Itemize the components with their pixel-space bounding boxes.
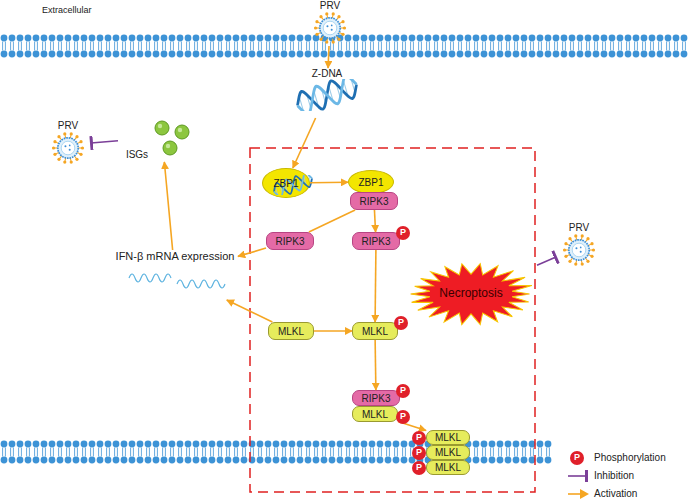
phosphorylation-badge: P bbox=[396, 410, 410, 424]
activation-connector bbox=[227, 300, 273, 322]
node-label: PRV bbox=[320, 0, 340, 11]
protein-box: MLKL bbox=[426, 430, 470, 445]
protein-box: MLKL bbox=[426, 445, 470, 460]
node-label: ZBP1 bbox=[273, 178, 298, 189]
inhibition-connector bbox=[91, 141, 118, 143]
pathway-frame bbox=[250, 148, 535, 492]
node-label: RIPK3 bbox=[360, 196, 389, 207]
node-label: RIPK3 bbox=[276, 236, 305, 247]
z-dna-helix: Z-DNA bbox=[292, 68, 362, 118]
phosphorylation-badge: P bbox=[396, 226, 410, 240]
protein-box: RIPK3 bbox=[266, 232, 314, 250]
activation-connector bbox=[310, 181, 348, 183]
activation-connector bbox=[327, 46, 330, 68]
node-label: MLKL bbox=[362, 326, 388, 337]
node-label: RIPK3 bbox=[362, 236, 391, 247]
activation-connector bbox=[374, 210, 375, 232]
node-label: MLKL bbox=[278, 326, 304, 337]
phosphorylation-badge: P bbox=[394, 316, 408, 330]
legend-label: Inhibition bbox=[594, 470, 634, 481]
plasma-membrane bbox=[0, 34, 688, 58]
protein-box: RIPK3 bbox=[350, 192, 398, 210]
necroptosis-burst: Necroptosis bbox=[405, 262, 537, 326]
activation-connector bbox=[238, 248, 266, 256]
virus-particle bbox=[313, 11, 347, 45]
activation-connector bbox=[309, 210, 355, 232]
protein-box: MLKL bbox=[352, 406, 398, 422]
node-label: Necroptosis bbox=[439, 287, 502, 300]
legend-label: Activation bbox=[594, 488, 637, 499]
activation-connector bbox=[293, 118, 316, 168]
mrna-label: IFN-β mRNA expression bbox=[112, 250, 238, 300]
protein-box: MLKL bbox=[352, 322, 398, 340]
activation-connector bbox=[164, 162, 172, 250]
node-label: RIPK3 bbox=[362, 393, 391, 404]
phosphorylation-badge: P bbox=[412, 461, 426, 475]
legend-label: Phosphorylation bbox=[594, 452, 666, 463]
virus-icon: PRV bbox=[556, 222, 602, 272]
protein-ellipse: ZBP1 bbox=[348, 170, 394, 194]
virus-particle bbox=[51, 131, 85, 165]
isg-dots bbox=[148, 116, 198, 162]
activation-connector bbox=[374, 340, 376, 390]
virus-particle bbox=[562, 233, 596, 267]
protein-ellipse: ZBP1 bbox=[262, 168, 310, 198]
protein-box: MLKL bbox=[268, 322, 314, 340]
phosphorylation-badge: P bbox=[412, 431, 426, 445]
virus-icon: PRV bbox=[308, 0, 352, 46]
node-label: MLKL bbox=[435, 432, 461, 443]
protein-box: MLKL bbox=[426, 460, 470, 475]
virus-icon: PRV bbox=[45, 120, 91, 170]
node-label: MLKL bbox=[435, 462, 461, 473]
inhibition-connector bbox=[537, 257, 556, 265]
node-label: PRV bbox=[569, 222, 589, 233]
node-label: PRV bbox=[58, 120, 78, 131]
plasma-membrane bbox=[0, 440, 552, 464]
activation-connector bbox=[314, 330, 352, 332]
activation-sample bbox=[566, 487, 590, 501]
node-label: ISGs bbox=[126, 149, 148, 160]
node-label: ZBP1 bbox=[358, 177, 383, 188]
inhibition-sample bbox=[566, 469, 590, 483]
node-label: IFN-β mRNA expression bbox=[116, 250, 235, 262]
phosphorylation-badge: P bbox=[412, 446, 426, 460]
activation-connector bbox=[374, 250, 376, 322]
protein-box: RIPK3 bbox=[352, 390, 400, 406]
dna-helix bbox=[296, 79, 358, 111]
region-label: Extracellular bbox=[42, 6, 92, 16]
phosphorylation-badge: P bbox=[570, 451, 584, 465]
isg-cluster: ISGs bbox=[118, 112, 206, 162]
node-label: Z-DNA bbox=[312, 68, 343, 79]
mrna-waves bbox=[115, 262, 235, 292]
node-label: MLKL bbox=[362, 409, 388, 420]
node-label: MLKL bbox=[435, 447, 461, 458]
protein-box: RIPK3 bbox=[352, 232, 400, 250]
phosphorylation-badge: P bbox=[396, 384, 410, 398]
